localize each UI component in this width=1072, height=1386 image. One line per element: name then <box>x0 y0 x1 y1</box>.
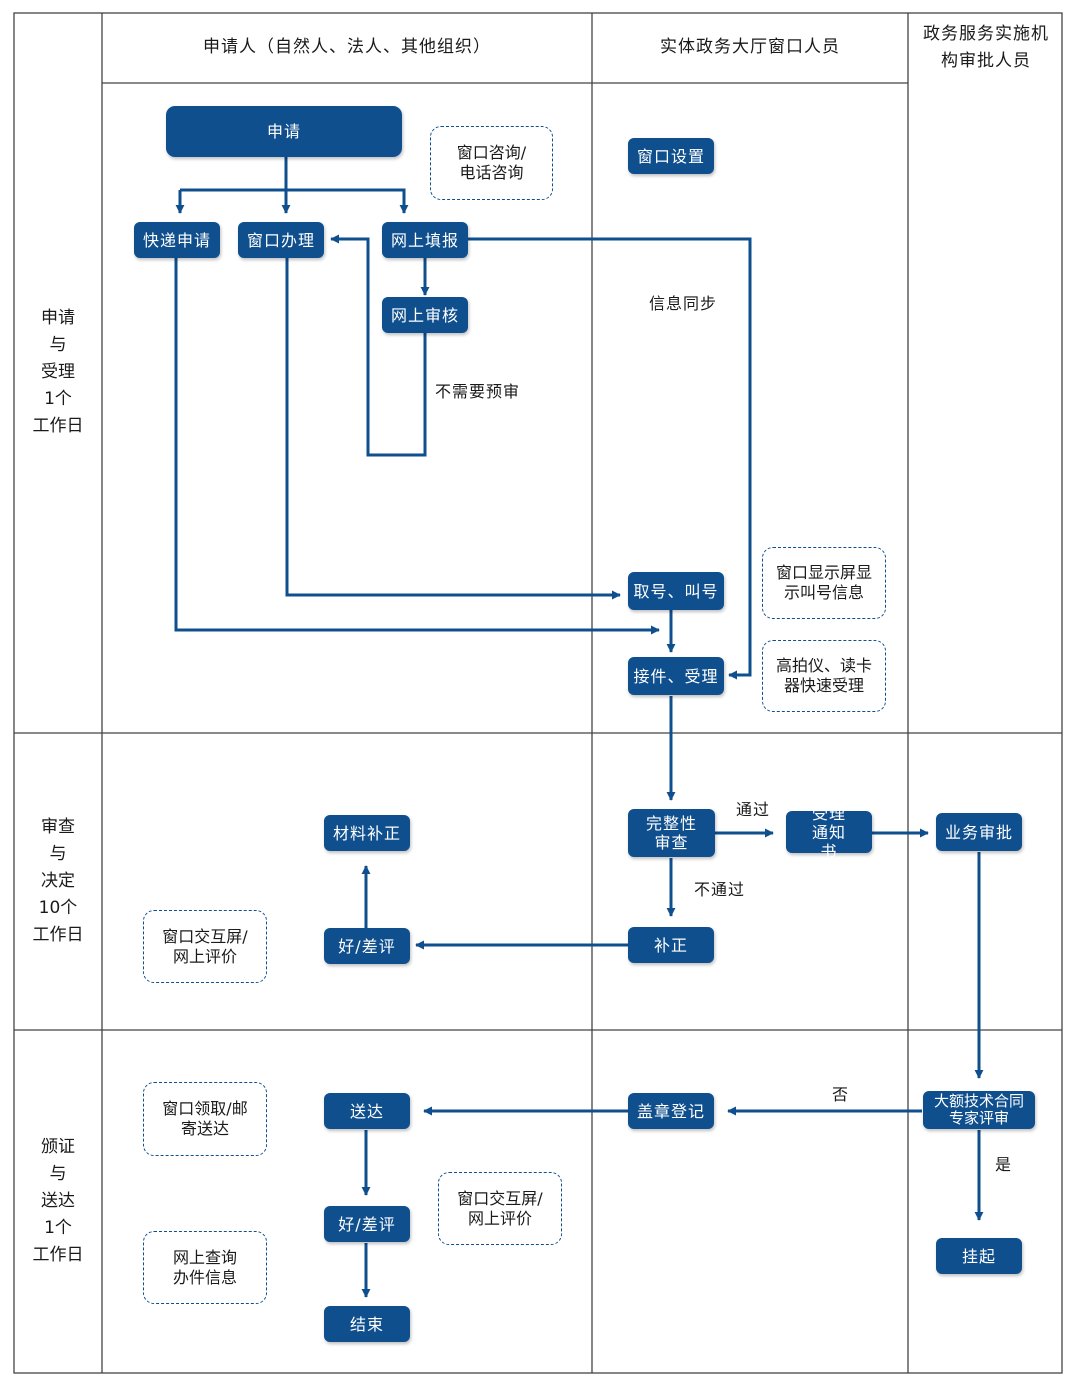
phase-review-line: 决定 <box>41 871 75 891</box>
node-suspend: 挂起 <box>936 1238 1022 1274</box>
note-query: 网上查询办件信息 <box>143 1231 267 1304</box>
swimlane-grid <box>13 12 1063 1374</box>
phase-apply: 申请 与 受理 1个 工作日 <box>14 305 102 440</box>
label-no: 否 <box>832 1085 850 1104</box>
node-seal-register: 盖章登记 <box>628 1093 714 1129</box>
lane-header-approver: 政务服务实施机构审批人员 <box>923 23 1049 71</box>
phase-review-line: 与 <box>49 844 67 864</box>
note-camera: 高拍仪、读卡器快速受理 <box>762 640 886 712</box>
node-completeness-review: 完整性审查 <box>628 809 715 857</box>
label-sync: 信息同步 <box>649 294 718 313</box>
arrow-online-sync <box>468 237 752 680</box>
label-pass: 通过 <box>736 800 771 819</box>
phase-review-line: 10个 <box>38 898 78 918</box>
phase-issue-line: 送达 <box>41 1191 75 1211</box>
node-expert-review: 大额技术合同专家评审 <box>923 1091 1035 1129</box>
note-interactive-review: 窗口交互屏/网上评价 <box>143 910 267 983</box>
phase-issue: 颁证 与 送达 1个 工作日 <box>14 1134 102 1269</box>
arrow-apply-to-online <box>180 188 409 214</box>
label-fail: 不通过 <box>694 880 746 899</box>
phase-issue-line: 1个 <box>44 1218 72 1238</box>
phase-review-line: 审查 <box>41 817 75 837</box>
node-online-fill: 网上填报 <box>382 222 468 258</box>
phase-apply-line: 与 <box>49 335 67 355</box>
flow-arrows <box>174 157 984 1298</box>
node-express-apply: 快递申请 <box>134 222 220 258</box>
phase-review: 审查 与 决定 10个 工作日 <box>14 814 102 949</box>
node-window-setup: 窗口设置 <box>628 138 714 174</box>
node-apply: 申请 <box>166 106 402 157</box>
node-rating-issue: 好/差评 <box>324 1206 410 1242</box>
node-online-review: 网上审核 <box>382 297 468 333</box>
arrow-express-to-accept <box>174 258 660 635</box>
phase-issue-line: 颁证 <box>41 1137 75 1157</box>
node-accept: 接件、受理 <box>628 657 724 695</box>
phase-review-line: 工作日 <box>32 925 84 945</box>
note-consult: 窗口咨询/电话咨询 <box>430 126 553 200</box>
lane-header-window-staff: 实体政务大厅窗口人员 <box>660 37 840 58</box>
note-interactive-issue: 窗口交互屏/网上评价 <box>438 1172 562 1245</box>
note-pickup: 窗口领取/邮寄送达 <box>143 1082 267 1156</box>
phase-apply-line: 受理 <box>41 362 75 382</box>
note-screen: 窗口显示屏显示叫号信息 <box>762 547 886 619</box>
phase-issue-line: 与 <box>49 1164 67 1184</box>
phase-apply-line: 申请 <box>41 308 75 328</box>
arrow-window-to-number <box>285 258 621 600</box>
label-yes: 是 <box>995 1155 1013 1174</box>
node-correction: 补正 <box>628 927 714 963</box>
node-deliver: 送达 <box>324 1093 410 1129</box>
node-end: 结束 <box>324 1306 410 1342</box>
node-take-number: 取号、叫号 <box>628 572 724 610</box>
arrow-review-to-window <box>330 234 427 457</box>
phase-apply-line: 1个 <box>44 389 72 409</box>
node-material-correction: 材料补正 <box>324 815 410 851</box>
node-business-approval: 业务审批 <box>936 813 1022 851</box>
node-window-handle: 窗口办理 <box>238 222 324 258</box>
node-rating-review: 好/差评 <box>324 928 410 964</box>
label-no-prereview: 不需要预审 <box>435 382 521 401</box>
phase-apply-line: 工作日 <box>32 416 84 436</box>
phase-issue-line: 工作日 <box>32 1245 84 1265</box>
node-acceptance-notice: 受理通知书 <box>786 804 872 861</box>
lane-header-applicant: 申请人（自然人、法人、其他组织） <box>203 37 491 58</box>
